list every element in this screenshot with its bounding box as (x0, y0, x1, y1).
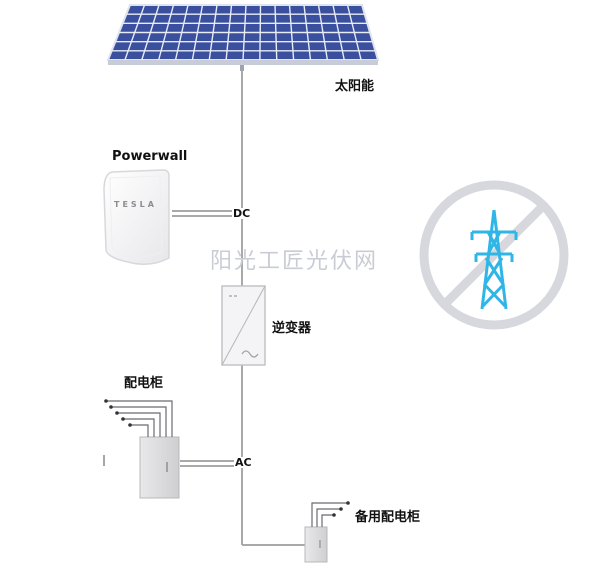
cabinet-wire (106, 400, 173, 437)
cabinet-wire (111, 406, 167, 437)
backup-cabinet-wire (321, 514, 334, 527)
wiring (172, 70, 305, 546)
tesla-brand-text: TESLA (114, 200, 157, 209)
ac-label: AC (234, 456, 253, 469)
watermark: 阳光工匠光伏网 (210, 249, 379, 274)
inverter (221, 285, 266, 366)
distribution-cabinet (103, 399, 180, 499)
wire-end-dot (121, 417, 125, 421)
dc-label: DC (232, 207, 252, 220)
wire-end-dot (128, 423, 132, 427)
wire-end-dot (109, 405, 113, 409)
backup-cabinet (304, 501, 350, 563)
powerwall-label: Powerwall (112, 149, 188, 164)
solar-label: 太阳能 (335, 79, 375, 94)
wire-end-dot (339, 507, 343, 511)
wire-end-dot (104, 399, 108, 403)
backup-cabinet-label: 备用配电柜 (355, 510, 421, 525)
prohibited-circle-icon (419, 180, 569, 330)
solar-panel (106, 4, 380, 71)
distribution-cabinet-label: 配电柜 (124, 376, 164, 391)
wire-end-dot (332, 513, 336, 517)
cabinet-wire (117, 412, 161, 437)
inverter-label: 逆变器 (272, 321, 312, 336)
wire-end-dot (115, 411, 119, 415)
no-grid-symbol (419, 180, 569, 330)
powerwall-battery (103, 169, 170, 265)
cabinet-wire (123, 418, 155, 437)
backup-cabinet-wire (316, 508, 341, 527)
wire-end-dot (346, 501, 350, 505)
transmission-tower-icon (470, 209, 518, 310)
backup-cabinet-wire (311, 502, 348, 527)
cabinet-wire (130, 424, 149, 437)
